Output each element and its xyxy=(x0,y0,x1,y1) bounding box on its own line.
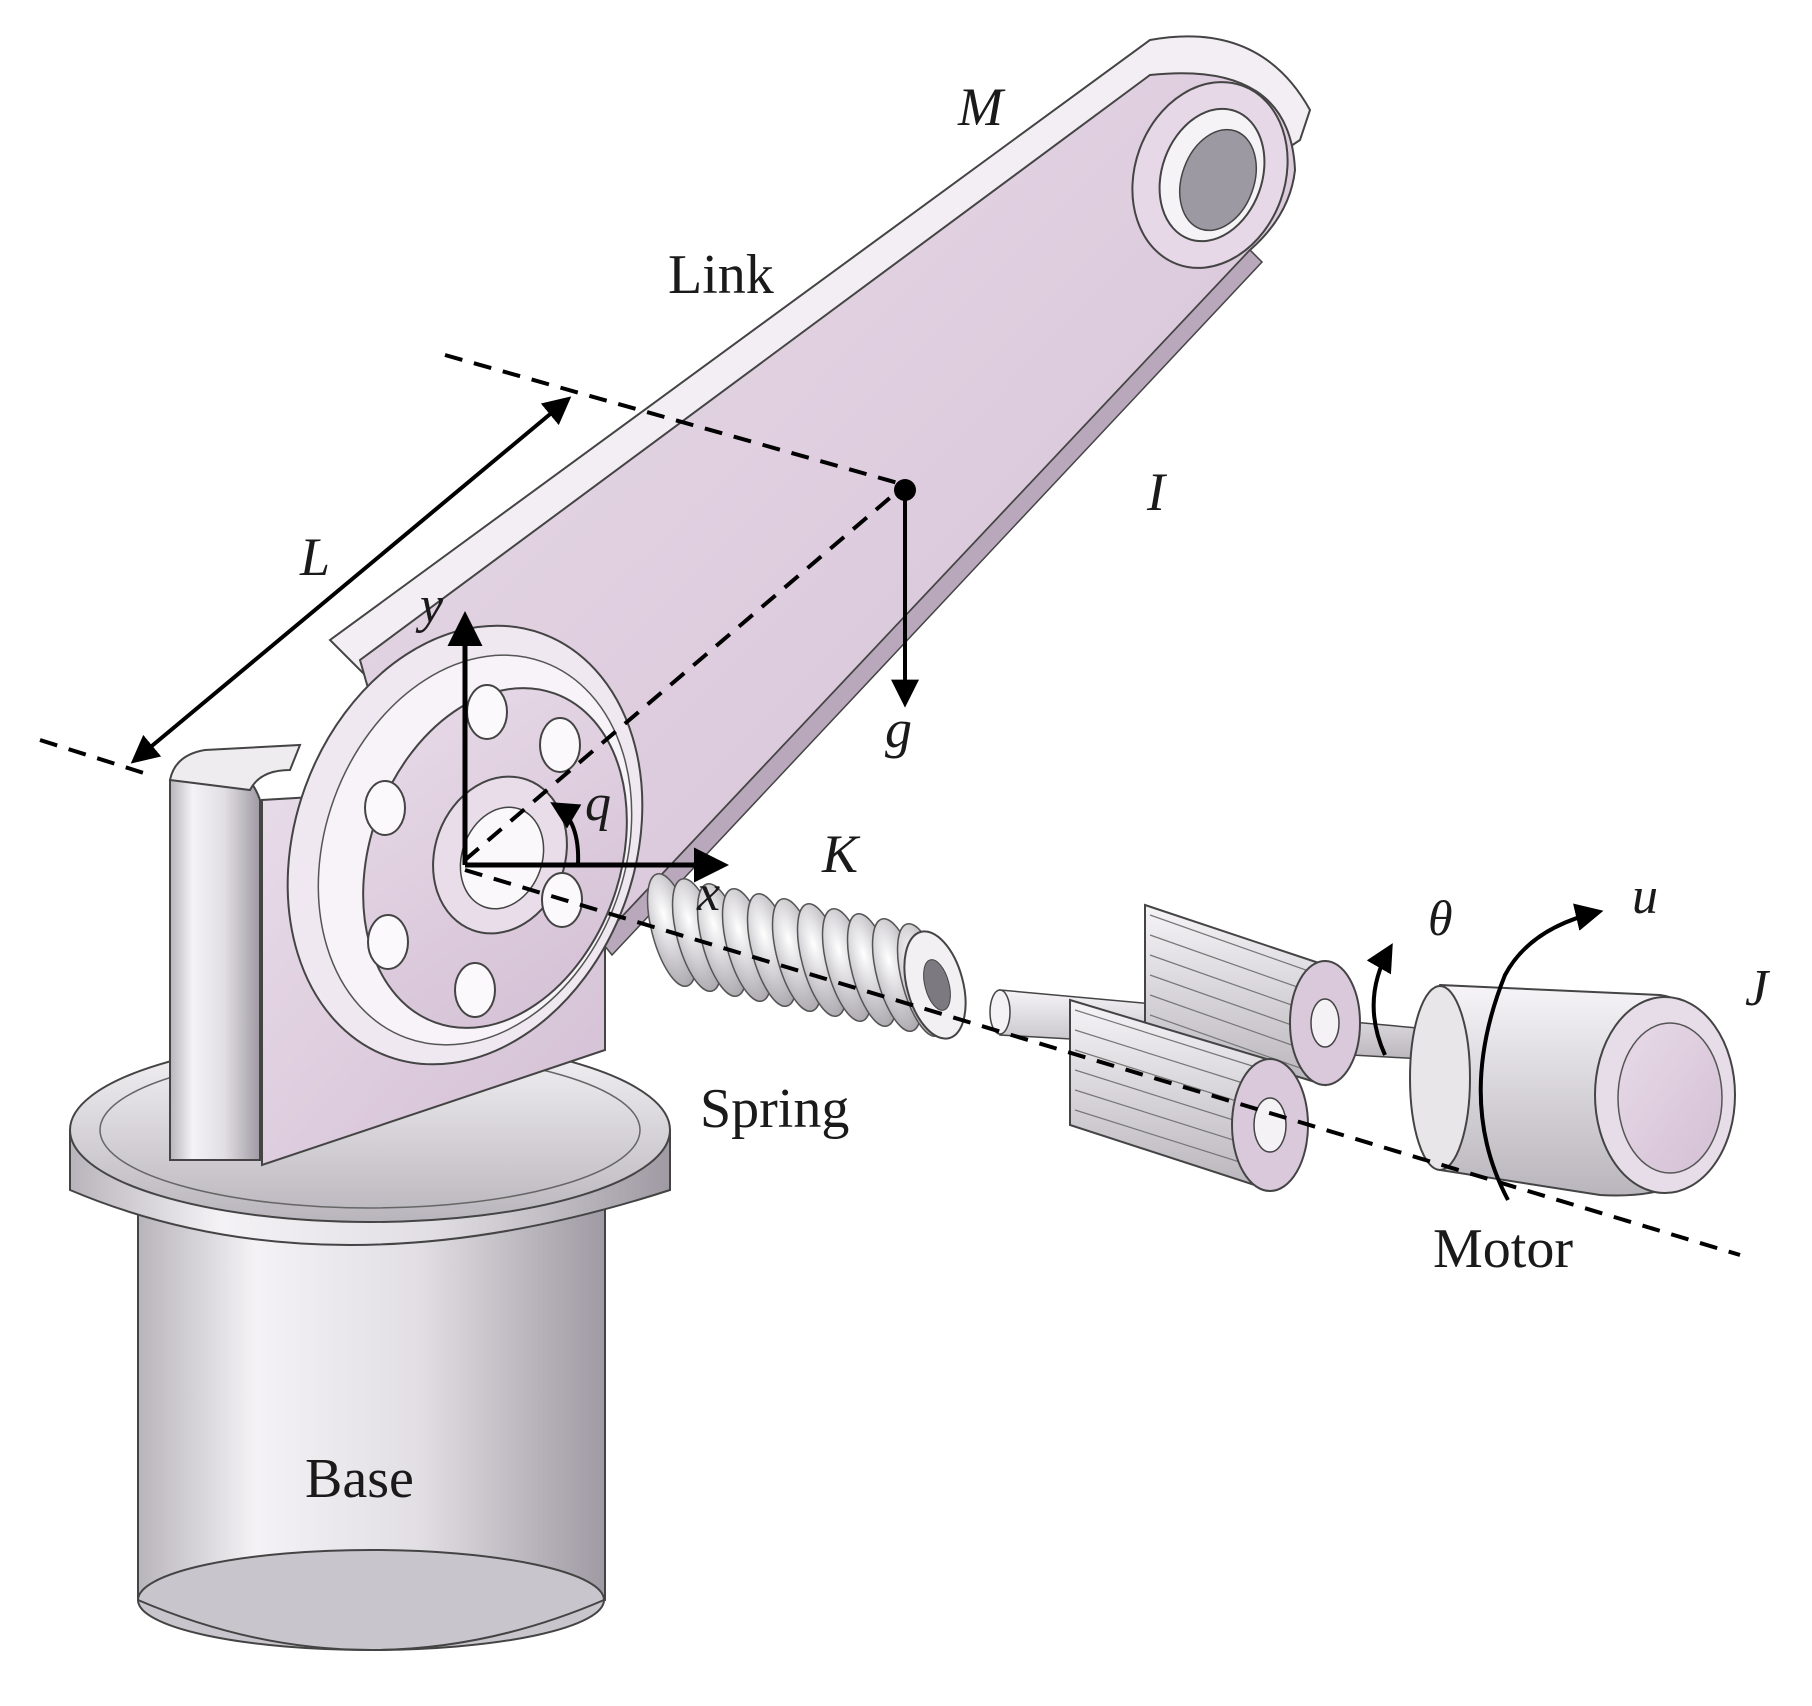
ref-line-link xyxy=(444,353,906,487)
label-axis-y: y xyxy=(415,577,444,634)
ref-line-base xyxy=(39,738,151,777)
label-length: L xyxy=(299,527,330,587)
label-link: Link xyxy=(668,244,774,306)
joint-axis-line xyxy=(464,868,1741,1257)
link-part xyxy=(286,35,1312,1066)
label-base: Base xyxy=(305,1448,414,1510)
label-motor-angle: θ xyxy=(1428,890,1453,946)
text-labels: M Link I L y g q K x θ u J Spring Motor … xyxy=(299,77,1771,1510)
label-gravity: g xyxy=(885,699,912,759)
gear-train xyxy=(989,903,1441,1192)
label-inertia-motor: J xyxy=(1745,960,1771,1017)
u-arc-arrow xyxy=(1478,903,1604,1201)
link-centerline xyxy=(463,483,907,862)
label-motor: Motor xyxy=(1433,1218,1573,1280)
theta-arc-arrow xyxy=(1366,943,1393,1056)
label-mass: M xyxy=(957,77,1006,137)
spring-part xyxy=(646,872,967,1040)
center-of-mass-dot xyxy=(894,479,916,501)
label-spring: Spring xyxy=(700,1078,849,1140)
label-joint-angle: q xyxy=(585,775,611,832)
motor-part xyxy=(1409,983,1736,1197)
label-axis-x: x xyxy=(696,865,720,922)
label-stiffness: K xyxy=(821,824,861,884)
annotation-lines xyxy=(39,353,1741,1257)
q-arc-arrow xyxy=(550,802,582,866)
length-arrow xyxy=(130,396,572,764)
label-input: u xyxy=(1632,868,1658,925)
label-inertia-link: I xyxy=(1146,462,1168,522)
